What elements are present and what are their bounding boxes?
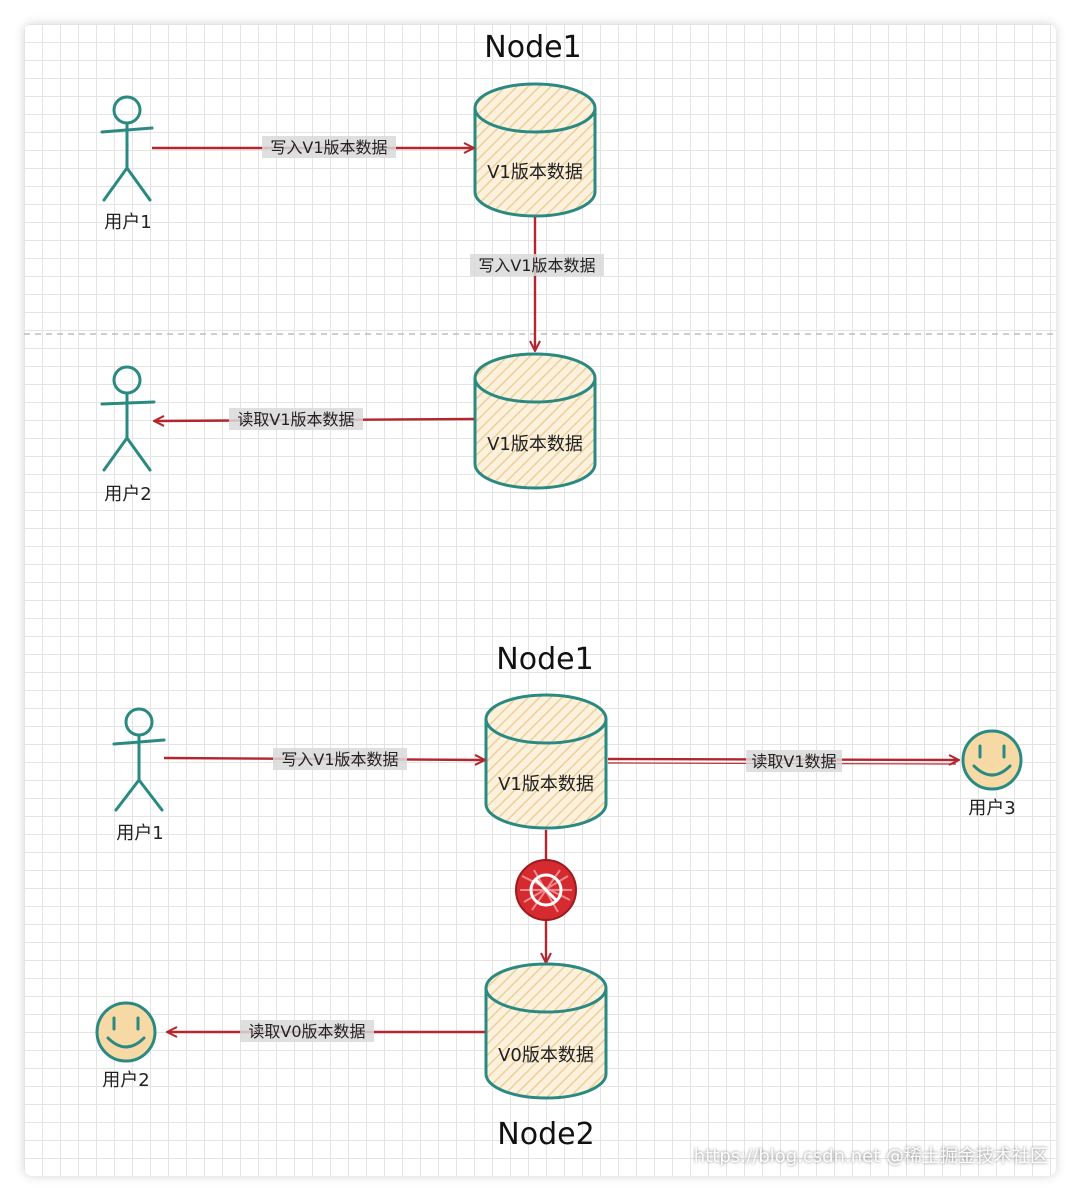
read-v1-edge-label-bottom: 读取V1数据 xyxy=(751,752,836,771)
edge-label-bg xyxy=(746,750,842,772)
read-v0-edge-label-bottom: 读取V0版本数据 xyxy=(248,1022,365,1041)
db1-bottom-database-cylinder-icon xyxy=(484,693,608,830)
db2-database-cylinder-icon xyxy=(473,352,597,490)
user2-smiley-face-icon xyxy=(95,1001,157,1063)
read-edge-label-top: 读取V1版本数据 xyxy=(237,410,354,429)
user1-stick-figure-icon xyxy=(112,707,166,812)
write-edge-label-top: 写入V1版本数据 xyxy=(270,138,387,157)
blocked-icon xyxy=(515,859,577,921)
db2-bottom-database-cylinder-icon xyxy=(484,962,608,1100)
user1-label-bottom: 用户1 xyxy=(116,823,163,844)
db1-label-top: V1版本数据 xyxy=(487,162,583,183)
user2-label-top: 用户2 xyxy=(104,484,151,505)
user1-stick-figure-icon xyxy=(100,95,154,202)
write-edge-label-bottom: 写入V1版本数据 xyxy=(281,750,398,769)
edge-label-bg xyxy=(470,254,604,276)
edge-label-bg xyxy=(229,408,363,430)
node1-title-top: Node1 xyxy=(484,30,581,65)
db2-label-top: V1版本数据 xyxy=(487,434,583,455)
edge-label-bg xyxy=(262,136,396,158)
edge-label-bg xyxy=(273,748,407,770)
user1-label-top: 用户1 xyxy=(104,212,151,233)
user3-label-bottom: 用户3 xyxy=(968,798,1015,819)
node2-title-bottom: Node2 xyxy=(497,1117,594,1152)
db1-database-cylinder-icon xyxy=(473,82,597,218)
architecture-diagram: Node1 用户1 V1版本数据 写入V1版本数据 写入V1版本数据 V1版本数… xyxy=(24,30,1056,1152)
user2-stick-figure-icon xyxy=(100,365,156,472)
watermark: https://blog.csdn.net @稀土掘金技术社区 xyxy=(693,1146,1048,1167)
user2-label-bottom: 用户2 xyxy=(102,1070,149,1091)
node1-title-bottom: Node1 xyxy=(496,642,593,677)
db1-label-bottom: V1版本数据 xyxy=(498,774,594,795)
db2-label-bottom: V0版本数据 xyxy=(498,1045,594,1066)
diagram-canvas: Node1 用户1 V1版本数据 写入V1版本数据 写入V1版本数据 V1版本数… xyxy=(24,24,1056,1176)
edge-label-bg xyxy=(240,1020,374,1042)
sync-edge-label-top: 写入V1版本数据 xyxy=(478,256,595,275)
user3-smiley-face-icon xyxy=(961,729,1023,791)
